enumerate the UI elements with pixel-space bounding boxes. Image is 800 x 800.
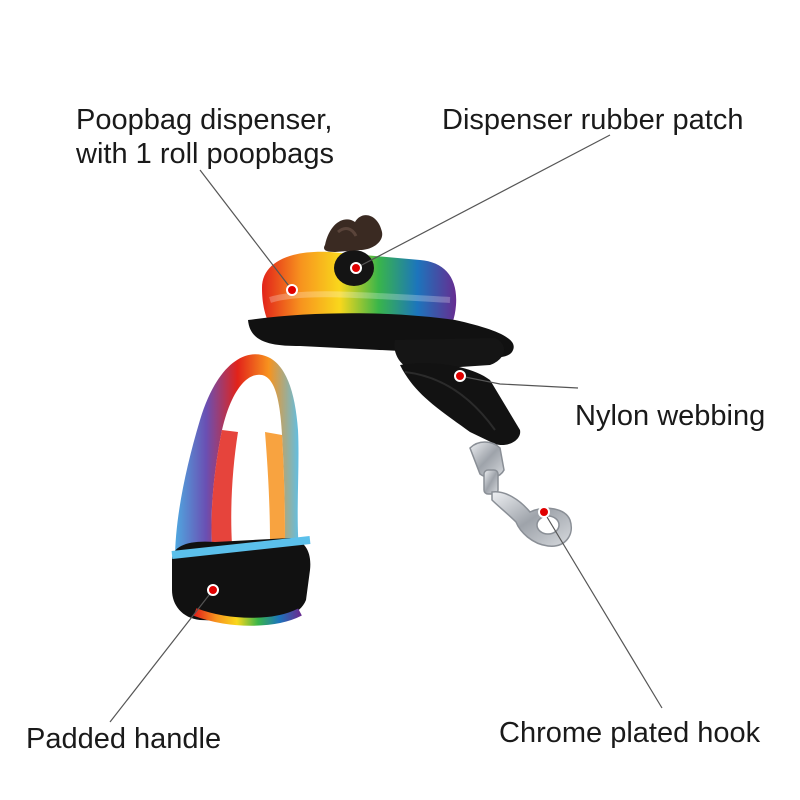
leader-line-poopbag [199, 169, 293, 291]
marker-dot-rubber-patch [350, 262, 362, 274]
label-poopbag-line2: with 1 roll poopbags [76, 138, 334, 170]
label-nylon-webbing: Nylon webbing [575, 400, 766, 432]
label-rubber-patch: Dispenser rubber patch [442, 104, 744, 136]
leader-line-rubber-patch [355, 134, 611, 269]
marker-dot-hook [538, 506, 550, 518]
leader-line-hook [543, 511, 663, 709]
leader-line-nylon [459, 375, 579, 389]
chrome-hook [469, 441, 572, 547]
label-poopbag-line1: Poopbag dispenser, [76, 104, 333, 136]
label-poopbag-dispenser: Poopbag dispenser, with 1 roll poopbags [76, 103, 334, 171]
label-chrome-hook: Chrome plated hook [499, 717, 761, 749]
label-padded-handle: Padded handle [26, 723, 222, 755]
nylon-webbing [248, 313, 521, 446]
marker-dots [207, 262, 550, 596]
marker-dot-poopbag [286, 284, 298, 296]
padded-handle [171, 354, 311, 626]
marker-dot-handle [207, 584, 219, 596]
marker-dot-nylon [454, 370, 466, 382]
leader-line-handle [109, 589, 214, 723]
leader-lines [109, 134, 663, 723]
